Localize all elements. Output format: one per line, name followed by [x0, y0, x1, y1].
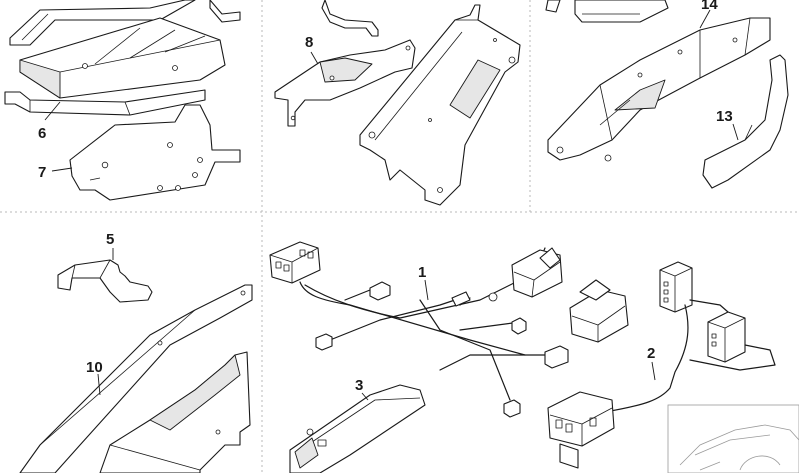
plate-part-7[interactable]	[69, 104, 241, 201]
callout-8: 8	[305, 34, 313, 51]
car-location-inset	[667, 404, 799, 473]
bracket-top-left-partial	[9, 0, 241, 46]
callout-1: 1	[418, 264, 426, 281]
leader-14	[699, 9, 711, 29]
wiring-harness-part-2[interactable]	[547, 261, 776, 469]
bracket-part-8[interactable]	[274, 39, 416, 127]
callout-7: 7	[38, 164, 46, 181]
leader-10	[97, 373, 101, 396]
wiring-harness-part-1[interactable]	[269, 241, 629, 418]
leader-3	[361, 392, 369, 401]
callout-6: 6	[38, 125, 46, 142]
clip-part-13[interactable]	[702, 54, 789, 189]
bracket-part-5[interactable]	[57, 259, 153, 303]
leader-2	[651, 361, 656, 381]
callout-5: 5	[106, 231, 114, 248]
bracket-part-14[interactable]	[547, 17, 771, 162]
leader-1	[424, 279, 429, 301]
callout-14: 14	[701, 0, 718, 13]
bracket-part-10[interactable]	[19, 284, 253, 473]
partial-part-top-right	[545, 0, 669, 23]
leader-6	[44, 101, 61, 121]
leader-13	[732, 123, 739, 141]
long-bracket-top-middle	[359, 4, 521, 206]
callout-2: 2	[647, 345, 655, 362]
callout-10: 10	[86, 359, 103, 376]
leader-7	[51, 167, 73, 172]
bracket-part-6[interactable]	[4, 17, 226, 116]
clip-top-middle	[321, 0, 379, 37]
control-module-part-3[interactable]	[289, 384, 426, 473]
callout-13: 13	[716, 108, 733, 125]
leader-8	[310, 51, 319, 65]
callout-3: 3	[355, 377, 363, 394]
